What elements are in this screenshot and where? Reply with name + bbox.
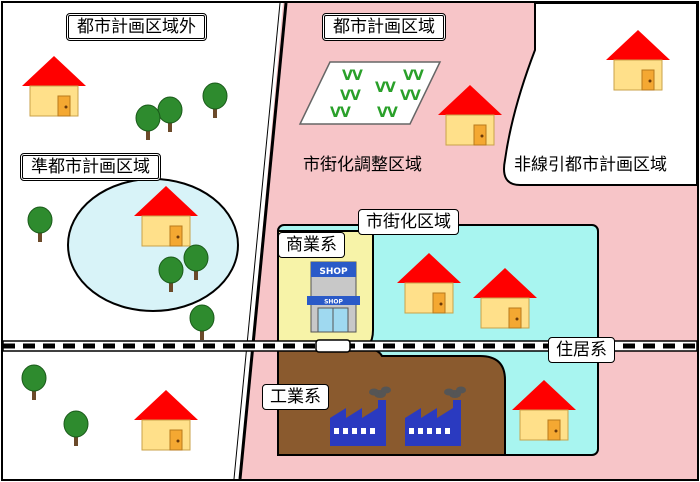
svg-text:V: V — [403, 68, 414, 84]
svg-text:V: V — [340, 105, 351, 121]
svg-text:V: V — [385, 80, 396, 96]
tree-icon — [21, 364, 47, 401]
boundary-line — [238, 2, 288, 480]
svg-text:V: V — [350, 88, 361, 104]
tree-icon — [202, 82, 228, 119]
house-icon — [21, 55, 87, 117]
label-city-planning-area: 都市計画区域 — [322, 13, 446, 41]
svg-text:V: V — [342, 68, 353, 84]
svg-text:V: V — [377, 105, 388, 121]
svg-text:V: V — [413, 68, 424, 84]
svg-text:V: V — [400, 88, 411, 104]
label-urbanization-control-area: 市街化調整区域 — [303, 155, 422, 175]
svg-text:V: V — [375, 80, 386, 96]
field-marks: V V V V V V V V V V V V V V — [330, 68, 424, 121]
label-commercial-zone: 商業系 — [278, 232, 345, 258]
tree-icon — [157, 96, 183, 133]
field-icon — [298, 61, 442, 125]
shop-awning-text: SHOP — [324, 299, 343, 306]
label-outside-area: 都市計画区域外 — [66, 13, 207, 41]
house-icon — [133, 389, 199, 451]
road-crossing — [315, 339, 351, 353]
tree-icon — [135, 104, 161, 141]
label-urbanization-area: 市街化区域 — [358, 209, 459, 235]
shop-icon: SHOP SHOP — [307, 261, 360, 333]
svg-text:V: V — [410, 88, 421, 104]
svg-text:V: V — [340, 88, 351, 104]
tree-icon — [63, 410, 89, 447]
label-industrial-zone: 工業系 — [262, 384, 329, 410]
tree-icon — [27, 206, 53, 243]
svg-text:V: V — [352, 68, 363, 84]
label-non-delineated-area: 非線引都市計画区域 — [514, 155, 667, 175]
svg-text:V: V — [330, 105, 341, 121]
shop-sign: SHOP — [319, 267, 348, 277]
label-residential-zone: 住居系 — [548, 337, 615, 363]
tree-icon — [189, 304, 215, 341]
label-quasi-area: 準都市計画区域 — [20, 153, 161, 181]
svg-text:V: V — [387, 105, 398, 121]
